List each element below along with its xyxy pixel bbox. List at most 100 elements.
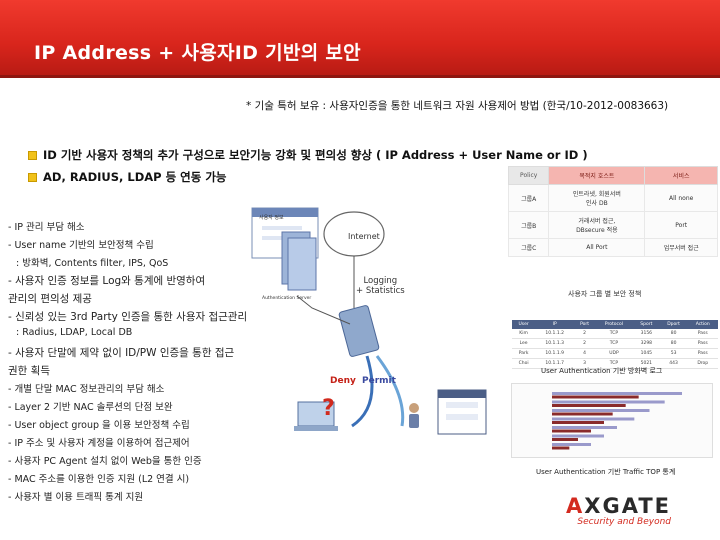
logo-brand: AXGATE (566, 494, 671, 518)
bullet-2: AD, RADIUS, LDAP 등 연동 가능 (28, 169, 227, 185)
feature-item: - 사용자 PC Agent 설치 없이 Web을 통한 인증 (8, 453, 202, 467)
log-col-header: Protocol (595, 320, 633, 329)
log-cell: 2 (574, 329, 595, 339)
bullet-1: ID 기반 사용자 정책의 추가 구성으로 보안기능 강화 및 편의성 향상 (… (28, 147, 588, 163)
policy-col-header: Policy (509, 167, 549, 185)
log-col-header: Dport (660, 320, 688, 329)
policy-cell: 인트라넷, 회원서버 인사 DB (549, 185, 645, 212)
bullet-square-icon (28, 173, 37, 182)
traffic-bar (552, 426, 617, 429)
feature-item: - 개별 단말 MAC 정보관리의 부담 해소 (8, 381, 164, 395)
log-cell: UDP (595, 349, 633, 359)
feature-item: - MAC 주소를 이용한 인증 지원 (L2 연결 시) (8, 471, 189, 485)
log-cell: 1045 (633, 349, 660, 359)
traffic-bar (552, 430, 591, 433)
feature-item: 관리의 편의성 제공 (8, 291, 92, 306)
question-mark: ? (322, 396, 335, 421)
traffic-bar (552, 421, 604, 424)
deny-label: Deny (330, 376, 356, 386)
policy-cell: 그룹B (509, 212, 549, 239)
feature-item: - IP 관리 부담 해소 (8, 219, 84, 233)
permit-label: Permit (362, 376, 396, 386)
traffic-bar (552, 435, 604, 438)
log-header-row: User IP Port Protocol Sport Dport Action (512, 320, 718, 329)
feature-item: - User object group 을 이용 보안정책 수립 (8, 417, 190, 431)
firewall-log-table: User IP Port Protocol Sport Dport Action… (512, 320, 718, 369)
traffic-bar (552, 409, 650, 412)
table-row: Kim 10.1.1.2 2 TCP 3156 80 Pass (512, 329, 718, 339)
log-col-header: Sport (633, 320, 660, 329)
log-cell: 80 (660, 329, 688, 339)
logo-tagline: Security and Beyond (566, 517, 671, 527)
slide-title-bar: IP Address + 사용자ID 기반의 보안 (0, 0, 720, 78)
gateway-appliance-icon (339, 305, 380, 357)
log-cell: 4 (574, 349, 595, 359)
feature-item: : Radius, LDAP, Local DB (16, 327, 132, 338)
log-col-header: IP (535, 320, 574, 329)
logo-brand-accent: A (566, 494, 584, 518)
policy-cell: 업무서버 접근 (645, 239, 718, 257)
login-dialog-icon (438, 390, 486, 434)
log-cell: 443 (660, 359, 688, 369)
feature-item: - 사용자 단말에 제약 없이 ID/PW 인증을 통한 접근 (8, 345, 234, 360)
log-col-header: User (512, 320, 535, 329)
policy-cell: 거래서버 접근, DBsecure 적용 (549, 212, 645, 239)
traffic-bar (552, 443, 591, 446)
log-col-header: Action (687, 320, 718, 329)
auth-server-label: Authentication Server (262, 296, 311, 301)
traffic-chart-caption: User Authentication 기반 Traffic TOP 통계 (536, 467, 675, 477)
feature-item: - 신뢰성 있는 3rd Party 인증을 통한 사용자 접근관리 (8, 309, 247, 324)
traffic-bar (552, 401, 665, 404)
log-cell: 3298 (633, 339, 660, 349)
log-cell: Pass (687, 349, 718, 359)
traffic-bar (552, 413, 613, 416)
policy-col-header: 목적지 호스트 (549, 167, 645, 185)
logo-brand-rest: XGATE (584, 494, 671, 518)
bullet-1-text: ID 기반 사용자 정책의 추가 구성으로 보안기능 강화 및 편의성 향상 (… (43, 148, 588, 162)
policy-col-header: 서비스 (645, 167, 718, 185)
log-cell: Lee (512, 339, 535, 349)
table-row: 그룹B 거래서버 접근, DBsecure 적용 Port (509, 212, 718, 239)
table-row: Lee 10.1.1.3 2 TCP 3298 80 Pass (512, 339, 718, 349)
policy-table-caption: 사용자 그룹 별 보안 정책 (568, 289, 641, 299)
policy-table-header-row: Policy 목적지 호스트 서비스 (509, 167, 718, 185)
traffic-bar (552, 447, 569, 450)
log-cell: 10.1.1.3 (535, 339, 574, 349)
policy-cell: 그룹A (509, 185, 549, 212)
feature-item: - Layer 2 기반 NAC 솔루션의 단점 보완 (8, 399, 173, 413)
table-row: Park 10.1.1.9 4 UDP 1045 53 Pass (512, 349, 718, 359)
traffic-bar (552, 438, 578, 441)
log-cell: Kim (512, 329, 535, 339)
log-cell: Pass (687, 329, 718, 339)
login-window-title: 사용자 정보 (259, 214, 284, 221)
slide-title: IP Address + 사용자ID 기반의 보안 (34, 38, 361, 65)
log-cell: 10.1.1.2 (535, 329, 574, 339)
feature-item: - 사용자 인증 정보를 Log와 통계에 반영하여 (8, 273, 205, 288)
log-cell: Pass (687, 339, 718, 349)
table-row: 그룹A 인트라넷, 회원서버 인사 DB All none (509, 185, 718, 212)
traffic-bar (552, 396, 639, 399)
firewall-log-caption: User Authentication 기반 방화벽 로그 (541, 366, 662, 376)
traffic-bar (552, 404, 626, 407)
bullet-square-icon (28, 151, 37, 160)
traffic-chart (511, 383, 713, 458)
log-cell: 3156 (633, 329, 660, 339)
patent-note: * 기술 특허 보유 : 사용자인증을 통한 네트워크 자원 사용제어 방법 (… (246, 98, 668, 113)
axgate-logo: AXGATE Security and Beyond (566, 494, 671, 527)
traffic-bar (552, 418, 634, 421)
log-cell: TCP (595, 329, 633, 339)
policy-table: Policy 목적지 호스트 서비스 그룹A 인트라넷, 회원서버 인사 DB … (508, 166, 718, 257)
log-cell: TCP (595, 339, 633, 349)
traffic-bar (552, 392, 682, 395)
feature-item: - 사용자 별 이용 트래픽 통계 지원 (8, 489, 143, 503)
feature-item: 권한 획득 (8, 363, 50, 378)
policy-cell: 그룹C (509, 239, 549, 257)
bullet-2-text: AD, RADIUS, LDAP 등 연동 가능 (43, 170, 227, 184)
log-cell: 2 (574, 339, 595, 349)
table-row: 그룹C All Port 업무서버 접근 (509, 239, 718, 257)
log-col-header: Port (574, 320, 595, 329)
traffic-chart-svg (512, 384, 714, 459)
policy-cell: Port (645, 212, 718, 239)
policy-cell: All none (645, 185, 718, 212)
authentication-server-icon (282, 232, 316, 290)
